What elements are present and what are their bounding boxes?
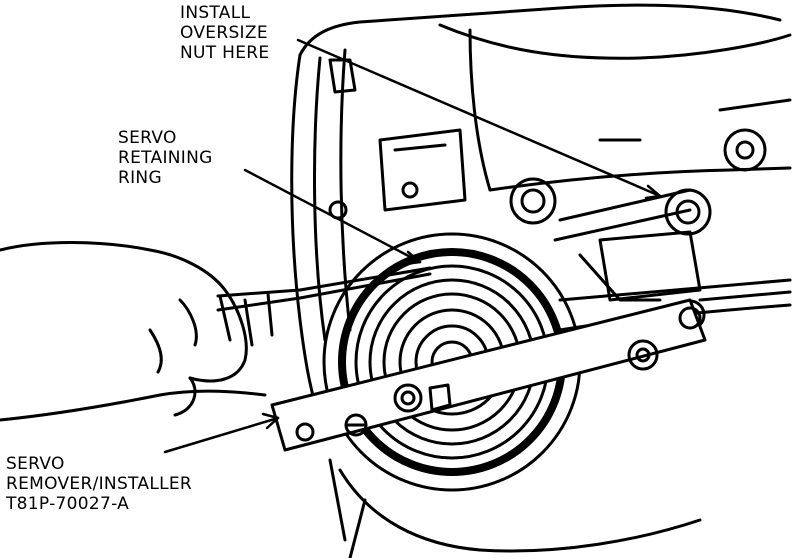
callout-line: T81P-70027-A xyxy=(6,494,130,514)
leader-lines xyxy=(163,38,662,454)
callout-line: INSTALL xyxy=(180,3,251,23)
transmission-case xyxy=(290,3,792,558)
servo-remover-tool xyxy=(270,298,707,452)
case-bolt-bosses xyxy=(328,128,767,331)
callout-line: NUT HERE xyxy=(180,43,270,63)
screwdriver xyxy=(216,266,432,347)
callout-line: SERVO xyxy=(6,454,65,474)
callout-line: RING xyxy=(118,168,162,188)
callout-line: REMOVER/INSTALLER xyxy=(6,474,193,494)
callout-servo-retaining-ring: SERVO RETAINING RING xyxy=(118,128,213,188)
callout-line: RETAINING xyxy=(118,148,213,168)
hand xyxy=(0,241,267,422)
callout-line: OVERSIZE xyxy=(180,23,268,43)
callout-servo-remover-installer: SERVO REMOVER/INSTALLER T81P-70027-A xyxy=(6,454,192,514)
callout-line: SERVO xyxy=(118,128,177,148)
callout-install-oversize-nut: INSTALL OVERSIZE NUT HERE xyxy=(180,3,269,63)
